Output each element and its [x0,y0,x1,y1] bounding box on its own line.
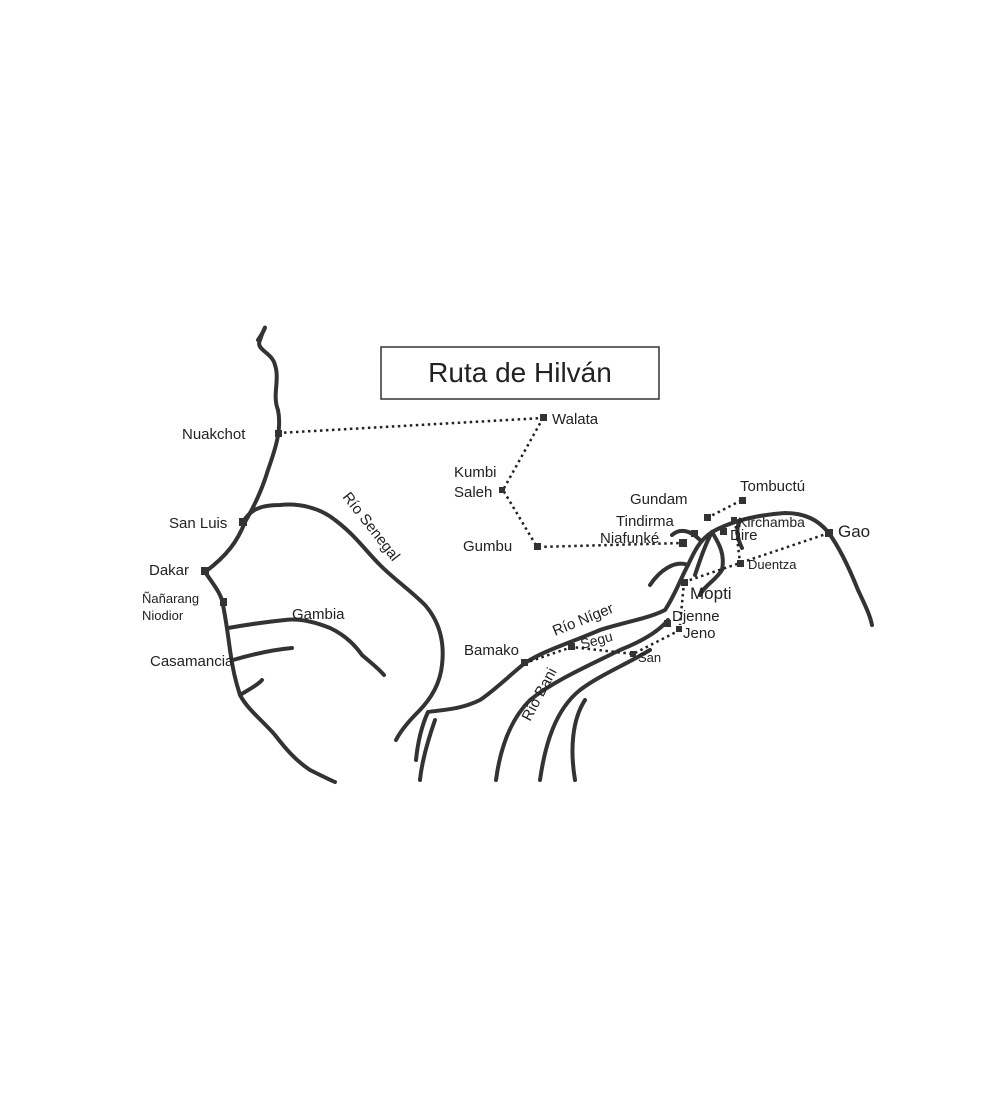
river-casamance-coast [238,678,264,697]
title-box [380,346,660,400]
label-kumbi: Kumbi [454,464,497,481]
label-nuakchot: Nuakchot [182,426,246,443]
label-walata: Walata [552,411,599,428]
route [277,416,830,665]
city-dakar-marker [201,567,209,575]
river-delta [648,518,744,597]
city-dire-marker [720,528,727,535]
city-bamako-marker [521,659,528,666]
label-niafunke: Niafunké [600,530,659,547]
label-segu: Segu [579,628,615,652]
label-nanarang: Ñañarang [142,591,199,606]
label-gundam: Gundam [630,491,688,508]
label-gambia: Gambia [292,606,345,623]
river-casamance [231,646,294,662]
river-branch [570,698,587,782]
label-mopti: Mopti [690,584,732,603]
title-text: Ruta de Hilván [428,357,612,388]
city-gumbu-marker [534,543,541,550]
city-labels: Nuakchot Walata Kumbi Saleh Gumbu San Lu… [142,411,870,665]
label-tombuctu: Tombuctú [740,478,805,495]
city-gundam-marker [704,514,711,521]
city-nuakchot-marker [275,430,282,437]
label-san: San [638,650,661,665]
city-niafunke-marker [679,539,687,547]
label-rio-bani: Río Bani [519,665,561,724]
label-saleh: Saleh [454,484,492,501]
label-kirchamba: Kirchamba [738,514,805,530]
coastline [203,325,337,784]
label-gao: Gao [838,522,870,541]
label-casamancia: Casamancia [150,653,234,670]
city-san-luis-marker [239,518,247,526]
city-markers [201,414,833,666]
label-gumbu: Gumbu [463,538,512,555]
label-djenne: Djenne [672,608,720,625]
river-branch-west [418,718,437,782]
label-jeno: Jeno [683,625,716,642]
city-kirchamba-marker [731,517,737,523]
city-nanarang-marker [220,598,227,606]
city-tombuctu-marker [739,497,746,504]
city-san-marker [630,651,636,657]
city-segu-marker [568,643,575,650]
label-duentza: Duentza [748,557,797,572]
label-dakar: Dakar [149,562,189,579]
city-duentza-marker [737,560,744,567]
city-mopti-marker [681,579,688,586]
river-senegal [241,502,445,742]
map-title: Ruta de Hilván [380,346,660,400]
city-jeno-marker [676,626,682,632]
city-djenne-marker [664,620,671,627]
city-walata-marker [540,414,547,421]
river-bani-branch [538,648,652,782]
city-gao-marker [825,529,833,537]
city-kumbi-marker [499,487,505,493]
river-gambia [226,617,386,677]
river-niger-lower [414,661,527,762]
label-niodior: Niodior [142,608,184,623]
label-bamako: Bamako [464,642,519,659]
city-tindirma-marker [691,530,698,537]
label-san-luis: San Luis [169,515,227,532]
river-bani [494,618,670,782]
label-dire: Dire [730,527,758,544]
label-tindirma: Tindirma [616,513,674,530]
